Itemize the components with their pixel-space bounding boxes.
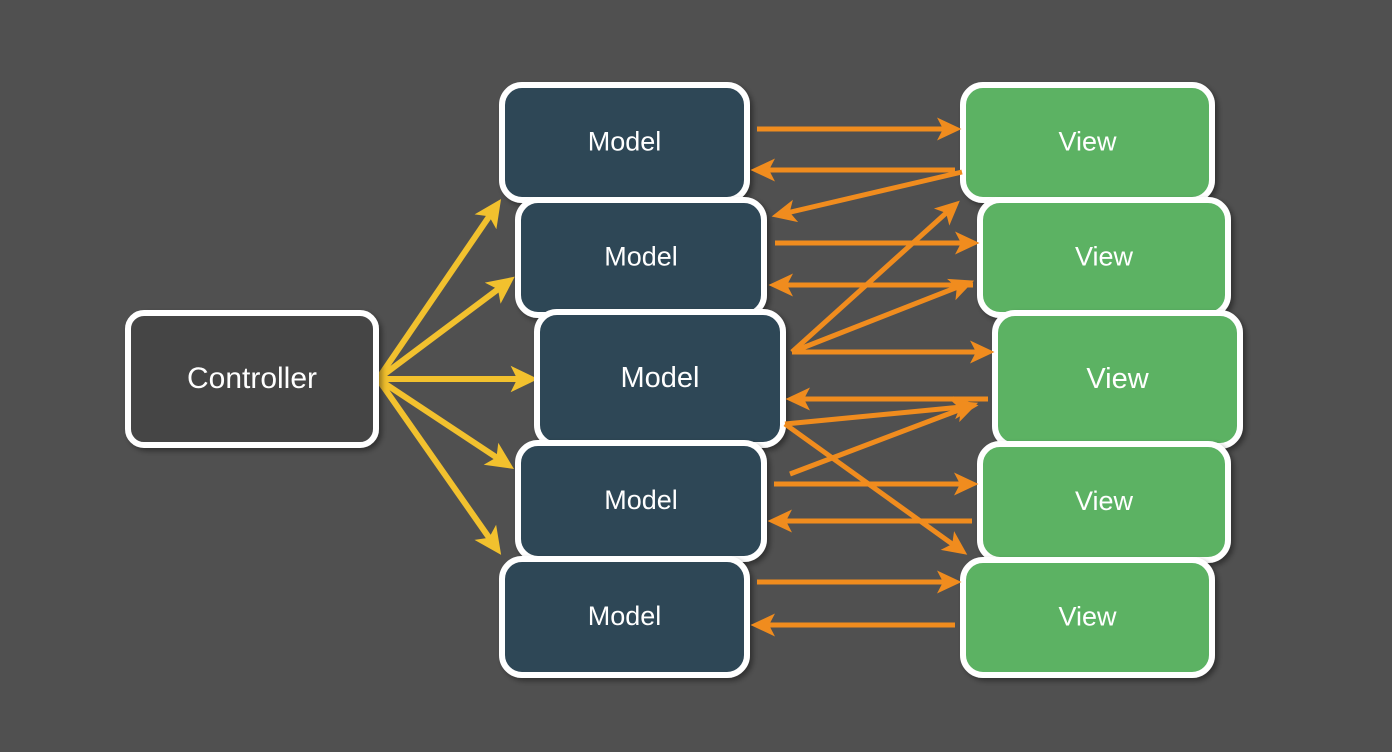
controller-box: Controller	[125, 310, 379, 448]
model-view-diagonal-arrow-2	[790, 200, 960, 354]
controller-to-model-arrow-1	[375, 199, 502, 381]
model-view-diagonal-arrow-5	[783, 421, 968, 555]
view-box-label: View	[1075, 486, 1134, 516]
model-box-rect[interactable]	[499, 556, 750, 678]
view-box-2[interactable]: View	[977, 197, 1231, 318]
view-box-3[interactable]: View	[992, 310, 1243, 449]
controller-to-model-arrow-4	[376, 376, 515, 469]
view-box-5[interactable]: View	[960, 557, 1215, 678]
model-box-3[interactable]: Model	[534, 309, 786, 448]
controller-to-model-arrow-5	[375, 377, 502, 555]
controller-box-rect[interactable]	[125, 310, 379, 448]
controller-box[interactable]: Controller	[125, 310, 379, 448]
view-box-label: View	[1075, 242, 1134, 272]
model-box-label: Model	[621, 362, 700, 394]
view-box-label: View	[1086, 363, 1149, 395]
view-box-rect[interactable]	[960, 557, 1215, 678]
controller-to-model-arrows	[375, 199, 539, 555]
model-view-diagonal-arrow-3	[791, 278, 975, 355]
view-box-label: View	[1058, 602, 1117, 632]
model-box-label: Model	[588, 601, 662, 631]
model-box-4[interactable]: Model	[515, 440, 767, 562]
model-box-label: Model	[604, 242, 678, 272]
view-box-label: View	[1058, 127, 1117, 157]
model-view-diagonal-arrow-6	[789, 400, 979, 477]
model-box-2[interactable]: Model	[515, 197, 767, 318]
model-box-5[interactable]: Model	[499, 556, 750, 678]
controller-box-label: Controller	[187, 362, 317, 395]
model-box-label: Model	[604, 485, 678, 515]
model-to-view-arrows	[750, 117, 995, 637]
view-box-4[interactable]: View	[977, 441, 1231, 563]
model-box-1[interactable]: Model	[499, 82, 750, 203]
controller-to-model-arrow-2	[376, 276, 515, 382]
model-view-diagonal-arrow-4	[784, 396, 979, 427]
model-box-label: Model	[588, 127, 662, 157]
model-view-diagonal-arrow-1	[771, 169, 963, 223]
view-box-1[interactable]: View	[960, 82, 1215, 203]
